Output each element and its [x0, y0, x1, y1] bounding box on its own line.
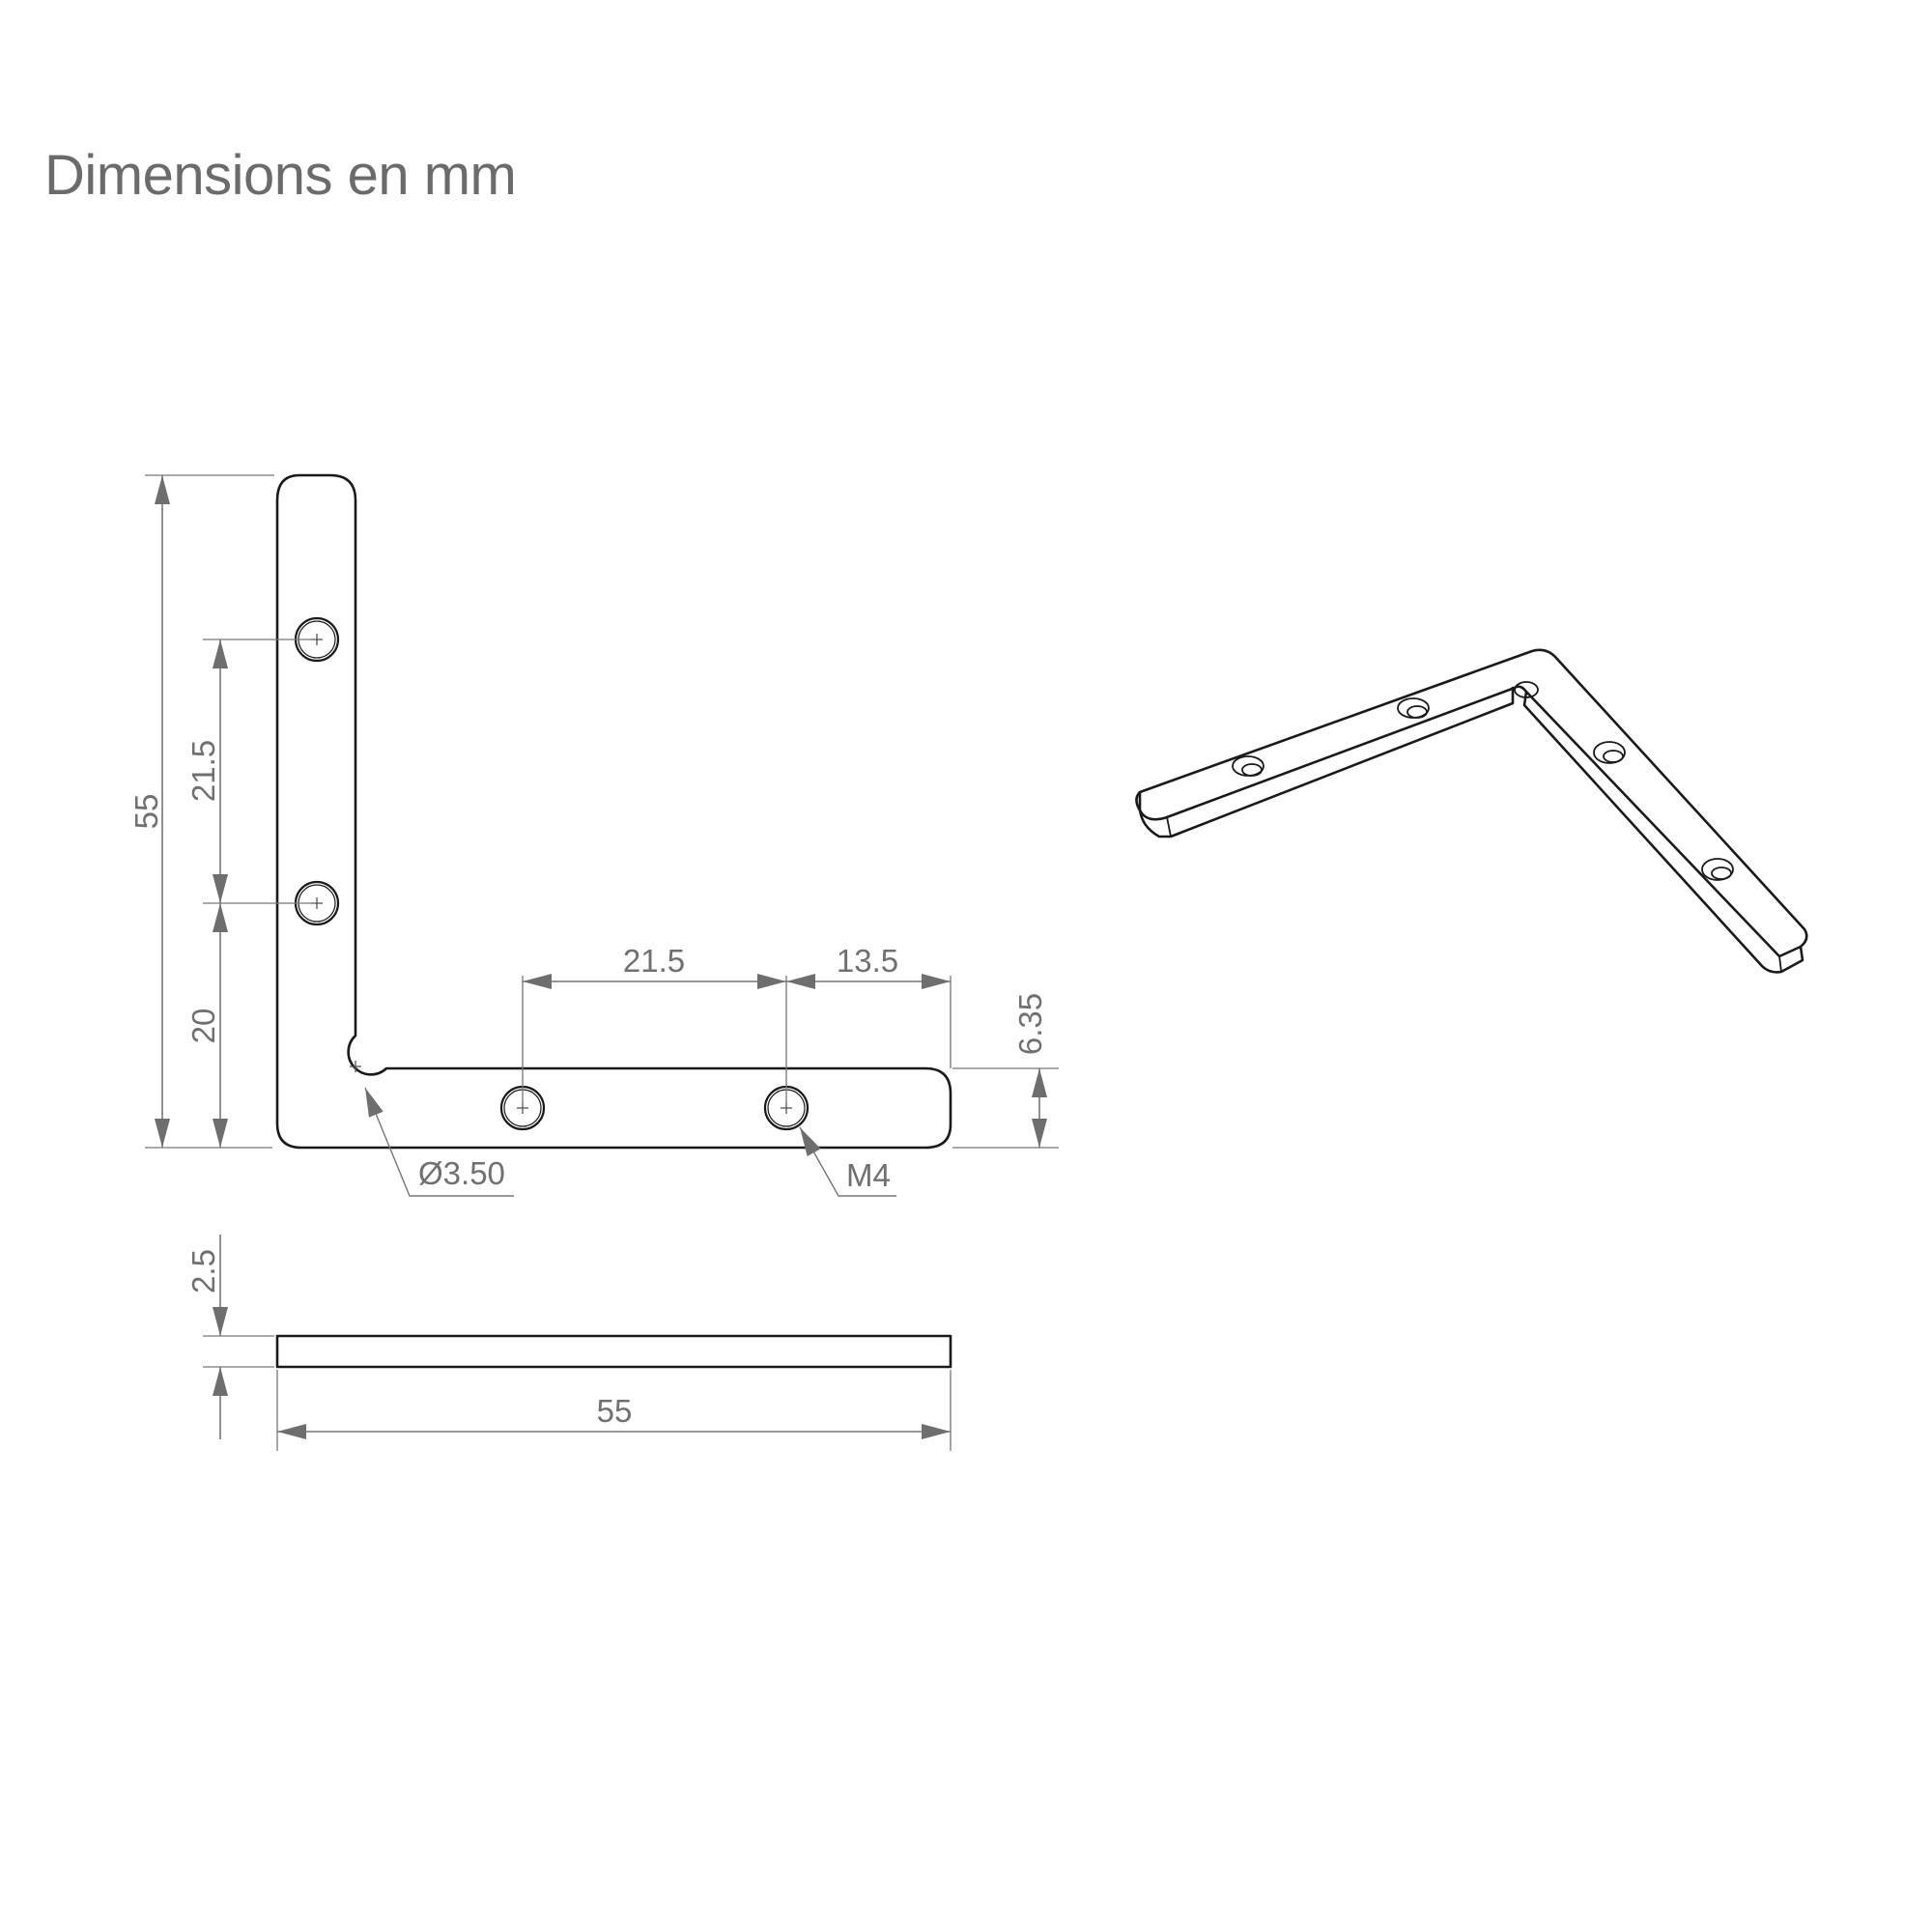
page-title: Dimensions en mm: [44, 144, 517, 207]
leader-screw-hole: M4: [799, 1126, 896, 1197]
label-overall-height: 55: [128, 794, 164, 830]
label-hole-offset-vertical: 20: [185, 1009, 221, 1044]
label-relief-hole-diameter: Ø3.50: [418, 1155, 505, 1191]
label-hole-spacing-vertical: 21.5: [185, 740, 221, 802]
dimension-overall-length: 55: [276, 1370, 952, 1451]
relief-hole-center-mark: [350, 1061, 361, 1072]
dimension-overall-height: 55: [128, 474, 274, 1149]
label-hole-offset-horizontal: 13.5: [837, 943, 898, 979]
dimension-hole-offset-horizontal: 13.5: [786, 943, 951, 989]
dimension-thickness: 2.5: [185, 1235, 274, 1439]
label-thickness: 2.5: [185, 1249, 221, 1293]
dimension-hole-offset-vertical: 20: [185, 903, 228, 1148]
bracket-outline: [275, 473, 952, 1150]
leader-relief-hole: Ø3.50: [364, 1087, 514, 1197]
label-screw-hole: M4: [846, 1157, 891, 1193]
dimension-hole-spacing-horizontal: 21.5: [522, 943, 952, 1106]
dimension-arm-width: 6.35: [952, 993, 1059, 1149]
label-overall-length: 55: [597, 1393, 633, 1429]
bracket-isometric-view: [1135, 648, 1808, 974]
label-arm-width: 6.35: [1012, 993, 1048, 1055]
dimension-hole-spacing-vertical: 21.5: [185, 639, 315, 904]
label-hole-spacing-horizontal: 21.5: [623, 943, 685, 979]
bracket-side-view: [275, 1334, 952, 1369]
